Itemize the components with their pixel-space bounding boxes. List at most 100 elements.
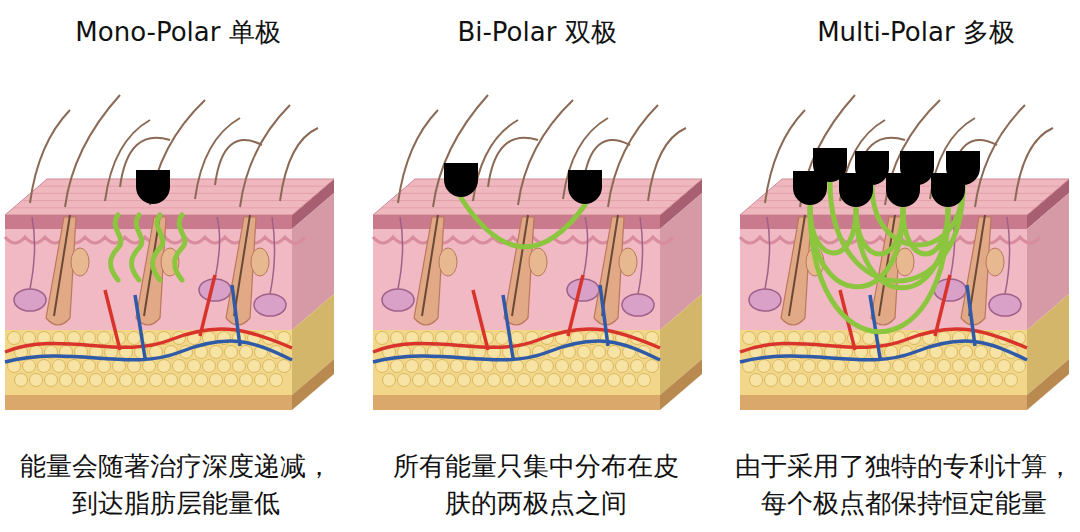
- fat-cell: [210, 346, 223, 359]
- surface-line: [390, 200, 677, 201]
- sweat-duct: [30, 217, 35, 289]
- fat-cell: [526, 360, 539, 373]
- surface-line: [398, 193, 685, 194]
- sebaceous-gland: [986, 248, 1004, 276]
- panel-title: Multi-Polar 多极: [817, 16, 1015, 48]
- sweat-gland: [622, 294, 654, 316]
- fat-cell: [45, 374, 58, 387]
- fat-cell: [953, 360, 966, 373]
- fat-cell: [473, 374, 486, 387]
- fat-cell: [1005, 374, 1018, 387]
- fat-cell: [255, 374, 268, 387]
- fat-cell: [833, 360, 846, 373]
- fat-cell: [503, 374, 516, 387]
- fat-cell: [135, 374, 148, 387]
- fat-cell: [788, 360, 801, 373]
- fat-cell: [930, 374, 943, 387]
- hair-shaft: [234, 215, 250, 316]
- fat-cell: [758, 332, 771, 345]
- side-layer: [660, 359, 702, 410]
- sebaceous-gland: [529, 248, 547, 276]
- fat-cell: [608, 374, 621, 387]
- fat-cell: [593, 346, 606, 359]
- fat-cell: [975, 346, 988, 359]
- skin-layer: [373, 395, 660, 410]
- sebaceous-gland: [251, 248, 269, 276]
- hair: [488, 138, 538, 187]
- surface-line: [22, 200, 309, 201]
- panel-caption: 所有能量只集中分布在皮 肤的两极点之间: [390, 448, 681, 522]
- surface-line: [30, 193, 317, 194]
- fat-cell: [578, 346, 591, 359]
- hair-shaft: [54, 215, 70, 316]
- fat-cell: [428, 374, 441, 387]
- fat-cell: [646, 360, 659, 373]
- fat-cell: [75, 374, 88, 387]
- fat-cell: [616, 360, 629, 373]
- fat-cell: [586, 360, 599, 373]
- fat-cell: [975, 374, 988, 387]
- sweat-gland: [254, 294, 286, 316]
- fat-cell: [248, 360, 261, 373]
- fat-cell: [421, 360, 434, 373]
- hair: [608, 105, 658, 207]
- vein: [5, 285, 292, 362]
- fat-cell: [773, 360, 786, 373]
- skin-block: [740, 95, 1069, 410]
- energy-path: [461, 198, 585, 247]
- hair-shaft: [969, 215, 985, 316]
- fat-cell: [593, 374, 606, 387]
- fat-cell: [451, 360, 464, 373]
- skin-layer: [373, 330, 660, 395]
- sweat-gland: [382, 289, 414, 311]
- fat-cell: [938, 360, 951, 373]
- fat-cell: [105, 374, 118, 387]
- fat-cell: [158, 360, 171, 373]
- fat-cell: [750, 374, 763, 387]
- hair-shaft: [789, 215, 805, 316]
- fat-cell: [945, 346, 958, 359]
- fat-cell: [83, 332, 96, 345]
- fat-cell: [743, 332, 756, 345]
- fat-cell: [15, 374, 28, 387]
- panel-title: Mono-Polar 单极: [75, 16, 280, 48]
- fat-cell: [90, 374, 103, 387]
- fat-cell: [233, 360, 246, 373]
- electrode: [886, 173, 920, 207]
- vein: [740, 285, 1027, 362]
- sweat-duct: [1005, 217, 1010, 294]
- fat-cell: [623, 374, 636, 387]
- fat-cell: [68, 360, 81, 373]
- sebaceous-gland: [439, 248, 457, 276]
- fat-cell: [8, 332, 21, 345]
- fat-cell: [900, 374, 913, 387]
- hair: [195, 118, 240, 199]
- skin-layer: [5, 330, 292, 395]
- fat-cell: [143, 332, 156, 345]
- hair: [1015, 128, 1053, 201]
- fat-cell: [780, 374, 793, 387]
- fat-cell: [638, 374, 651, 387]
- fat-cell: [53, 360, 66, 373]
- fat-cell: [960, 346, 973, 359]
- fat-cell: [533, 374, 546, 387]
- fat-cell: [758, 360, 771, 373]
- fat-cell: [128, 332, 141, 345]
- panel-title: Bi-Polar 双极: [457, 16, 616, 48]
- fat-cell: [270, 374, 283, 387]
- fat-cell: [466, 360, 479, 373]
- skin-layer: [740, 395, 1027, 410]
- fat-cell: [23, 360, 36, 373]
- hair: [648, 128, 686, 201]
- hair-shaft: [512, 215, 528, 316]
- fat-cell: [165, 374, 178, 387]
- fat-cell: [406, 360, 419, 373]
- sweat-gland: [749, 289, 781, 311]
- fat-cell: [376, 332, 389, 345]
- electrode: [839, 173, 873, 207]
- fat-cell: [878, 360, 891, 373]
- fat-cell: [885, 374, 898, 387]
- fat-cell: [466, 332, 479, 345]
- electrode: [793, 171, 827, 205]
- fat-cell: [825, 374, 838, 387]
